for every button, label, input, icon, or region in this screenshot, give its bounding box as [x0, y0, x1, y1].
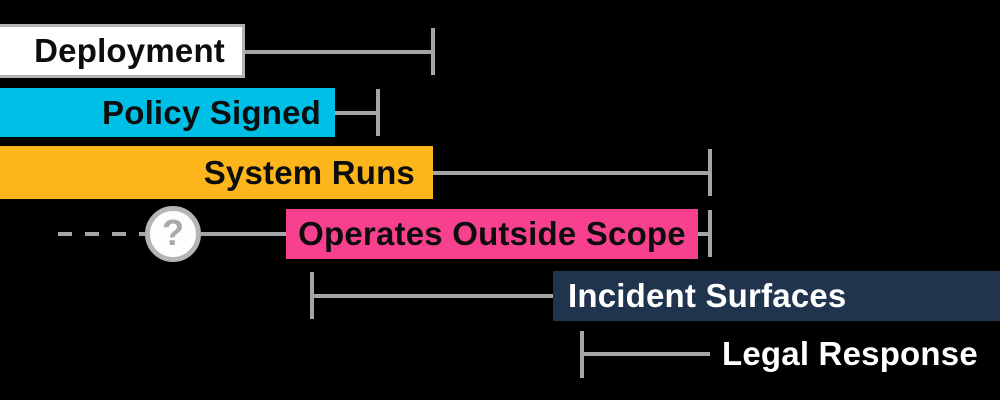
operates-outside-scope-bar: Operates Outside Scope [286, 209, 698, 259]
incident-surfaces-label: Incident Surfaces [568, 277, 847, 314]
question-mark-icon: ? [162, 212, 184, 253]
policy-signed-label: Policy Signed [102, 93, 321, 131]
uncertainty-circle: ? [145, 206, 201, 262]
system-runs-end-tick [708, 149, 712, 196]
deployment-bar: Deployment [0, 24, 245, 78]
incident-surfaces-lead-line [312, 294, 553, 298]
policy-signed-end-tick [376, 89, 380, 136]
system-runs-duration-line [433, 171, 710, 175]
uncertain-start-dashed-line [58, 232, 145, 236]
system-runs-bar: System Runs [0, 146, 433, 199]
operates-outside-scope-label: Operates Outside Scope [298, 215, 686, 252]
incident-surfaces-bar: Incident Surfaces [553, 271, 1000, 321]
policy-signed-bar: Policy Signed [0, 88, 335, 137]
deployment-duration-line [245, 50, 433, 54]
operates-outside-scope-duration-line [698, 232, 710, 236]
deployment-end-tick [431, 28, 435, 75]
legal-response-lead-line [582, 352, 710, 356]
uncertainty-connector-line [201, 232, 286, 236]
operates-outside-scope-end-tick [708, 210, 712, 257]
deployment-label: Deployment [34, 32, 225, 69]
legal-response-label: Legal Response [722, 335, 978, 372]
policy-signed-duration-line [335, 111, 378, 115]
system-runs-label: System Runs [203, 153, 415, 191]
